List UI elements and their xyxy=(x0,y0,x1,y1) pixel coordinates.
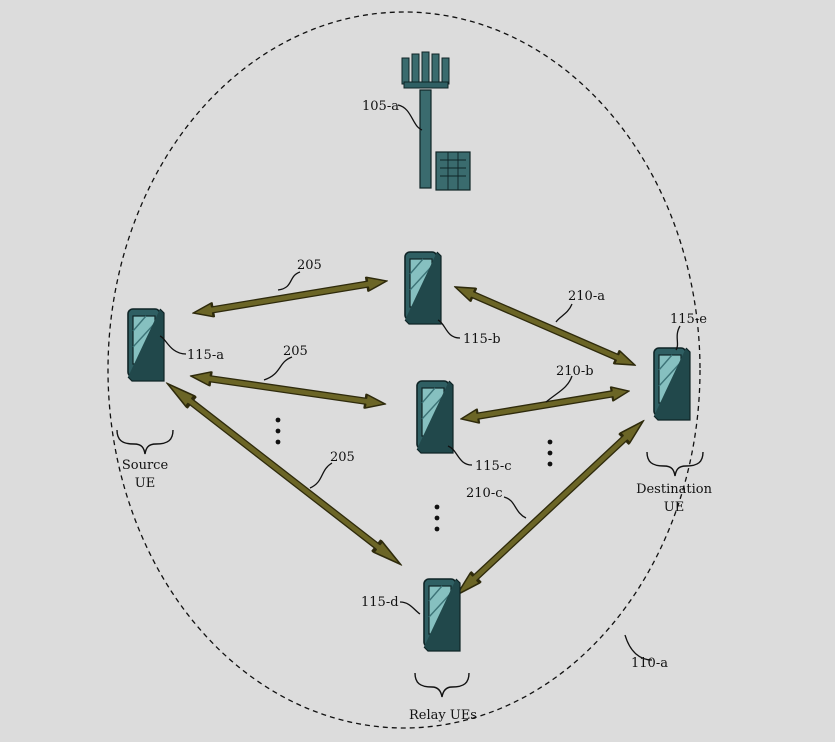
link-arrow-relay-2-to-destination xyxy=(458,383,632,427)
link-arrow-source-to-relay-2 xyxy=(188,367,388,413)
link-label-source-2: 205 xyxy=(283,344,308,359)
link-arrow-relay-1-to-destination xyxy=(451,279,639,373)
coverage-area-label: 110-a xyxy=(631,656,668,671)
link-arrow-source-to-relay-1 xyxy=(190,272,390,322)
coverage-area-boundary xyxy=(107,11,701,729)
ue-device-icon-relay-3 xyxy=(423,578,461,652)
ue-label-relay-3: 115-d xyxy=(361,595,399,610)
source-group-brace xyxy=(116,429,174,455)
ue-label-relay-2: 115-c xyxy=(475,459,512,474)
ue-device-icon-destination xyxy=(653,347,691,421)
relay-group-label: Relay UEs xyxy=(409,708,477,723)
ue-device-icon-relay-1 xyxy=(404,251,442,325)
ue-label-source: 115-a xyxy=(187,348,224,363)
ue-label-relay-1: 115-b xyxy=(463,332,501,347)
base-station-tower-icon xyxy=(401,51,471,191)
ue-device-icon-source xyxy=(127,308,165,382)
destination-group-label-line2: UE xyxy=(664,500,684,515)
link-label-source-1: 205 xyxy=(297,258,322,273)
source-group-label-line1: Source xyxy=(122,458,169,473)
ue-label-destination: 115-e xyxy=(670,312,707,327)
destination-group-label-line1: Destination xyxy=(636,482,713,497)
link-label-dest-b: 210-b xyxy=(556,364,594,379)
link-label-dest-c: 210-c xyxy=(466,486,503,501)
link-label-dest-a: 210-a xyxy=(568,289,605,304)
relay-group-brace xyxy=(414,672,470,698)
destination-group-brace xyxy=(646,451,704,477)
ue-device-icon-relay-2 xyxy=(416,380,454,454)
base-station-label: 105-a xyxy=(362,99,399,114)
link-label-source-3: 205 xyxy=(330,450,355,465)
ellipsis-dots xyxy=(275,417,553,532)
source-group-label-line2: UE xyxy=(135,476,155,491)
